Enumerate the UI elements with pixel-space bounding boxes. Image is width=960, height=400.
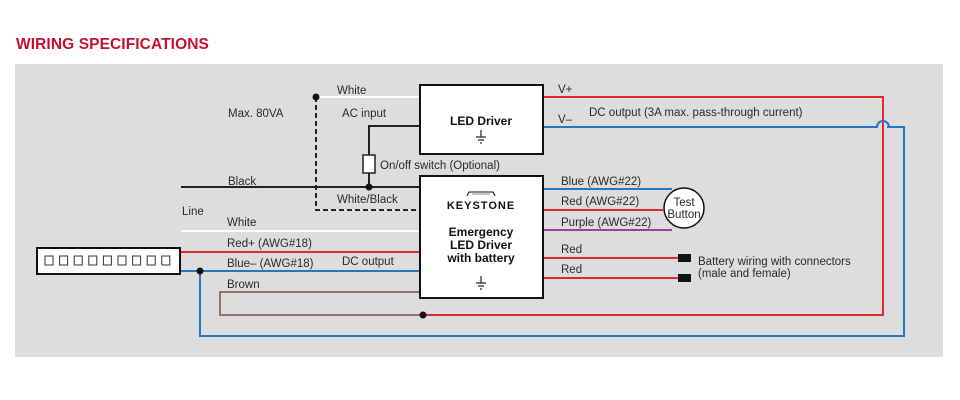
terminal-slot: [102, 255, 112, 266]
junction-dot-brown-red: [419, 311, 427, 319]
ground-icon: [476, 130, 486, 144]
junction-dot-black: [365, 183, 373, 191]
terminal-slot: [59, 255, 69, 266]
label-white-top: White: [337, 85, 366, 97]
keystone-brand: KEYSTONE: [447, 200, 515, 212]
label-red-awg18: Red+ (AWG#18): [227, 238, 312, 250]
label-blue-awg18: Blue– (AWG#18): [227, 258, 314, 270]
label-white-line: White: [227, 217, 256, 229]
battery-connector-male: [678, 254, 691, 262]
ground-icon: [476, 276, 486, 290]
label-battery-wiring-2: (male and female): [698, 268, 791, 280]
wire-ac-input: [368, 125, 420, 155]
label-purple-awg22: Purple (AWG#22): [561, 217, 651, 229]
terminal-slots: [44, 255, 171, 266]
keystone-logo-icon: [466, 191, 496, 197]
label-battery-wiring-1: Battery wiring with connectors: [698, 256, 851, 268]
label-on-off-switch: On/off switch (Optional): [380, 160, 500, 172]
label-brown: Brown: [227, 279, 260, 291]
battery-connector-female: [678, 274, 691, 282]
terminal-slot: [44, 255, 54, 266]
wire-dashed-neutral: [315, 97, 420, 211]
page-title: WIRING SPECIFICATIONS: [16, 36, 209, 53]
wire-blue-return: [199, 126, 905, 337]
label-white-black: White/Black: [337, 194, 398, 206]
on-off-switch: [362, 154, 376, 174]
junction-dot-blue: [196, 267, 204, 275]
label-red-battery-2: Red: [561, 264, 582, 276]
wire-brown: [219, 291, 423, 316]
terminal-slot: [73, 255, 83, 266]
label-dc-output-right: DC output (3A max. pass-through current): [589, 107, 803, 119]
label-max-va: Max. 80VA: [228, 108, 284, 120]
emergency-title-line-3: with battery: [446, 251, 515, 265]
label-dc-output-left: DC output: [342, 256, 395, 268]
terminal-slot: [146, 255, 156, 266]
terminal-slot: [132, 255, 142, 266]
label-black: Black: [228, 176, 256, 188]
terminal-slot: [161, 255, 171, 266]
emergency-title-line-2: LED Driver: [450, 238, 512, 252]
label-blue-awg22: Blue (AWG#22): [561, 176, 641, 188]
label-red-battery-1: Red: [561, 244, 582, 256]
label-ac-input: AC input: [342, 108, 387, 120]
emergency-title-line-1: Emergency: [449, 225, 514, 239]
label-v-plus: V+: [558, 84, 573, 96]
led-driver-title: LED Driver: [450, 114, 512, 128]
wire-red-return: [423, 96, 884, 316]
wire-blue-vminus: [543, 120, 890, 128]
label-red-awg22: Red (AWG#22): [561, 196, 639, 208]
test-button: [663, 187, 705, 229]
test-button-label-2: Button: [667, 209, 700, 221]
label-line: Line: [182, 206, 204, 218]
terminal-slot: [88, 255, 98, 266]
label-v-minus: V–: [558, 114, 573, 126]
terminal-slot: [117, 255, 127, 266]
junction-dot-white: [312, 93, 320, 101]
test-button-label-1: Test: [673, 197, 695, 209]
